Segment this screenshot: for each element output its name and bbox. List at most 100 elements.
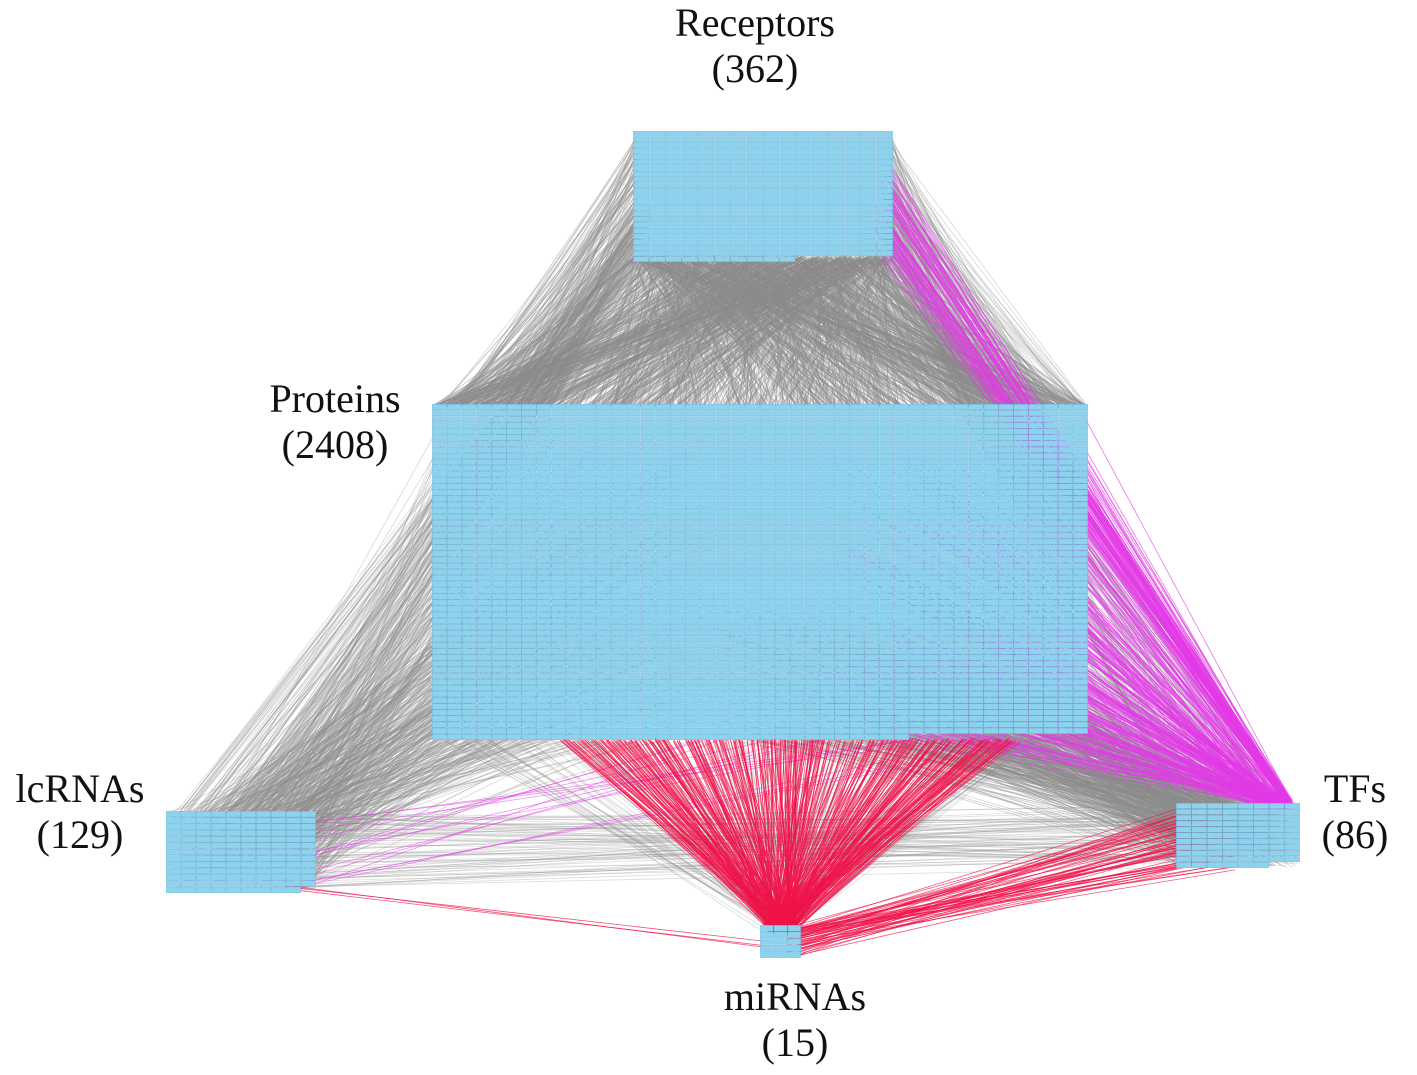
edge-receptor-protein [700, 259, 1015, 406]
edge-receptor-protein [632, 260, 785, 405]
edge-receptor-protein [643, 255, 878, 407]
node [775, 446, 790, 453]
node [860, 205, 877, 211]
node [432, 422, 447, 429]
edge-receptor-protein [720, 258, 845, 406]
edge-receptor-protein [619, 258, 693, 407]
node [849, 434, 865, 441]
edge-receptor-protein [632, 255, 693, 405]
node [596, 459, 611, 465]
edge-receptor-protein [657, 255, 758, 405]
node [828, 227, 845, 234]
node [789, 440, 805, 447]
node [633, 171, 650, 177]
edge-receptor-protein [650, 257, 996, 408]
edge-receptor-protein [478, 255, 635, 406]
edge-receptor-protein [690, 254, 787, 406]
edge-receptor-protein [634, 260, 954, 408]
node [849, 416, 865, 423]
edge-receptor-protein [490, 255, 848, 408]
node [1013, 416, 1029, 423]
node [789, 404, 805, 410]
edge-receptor-protein [622, 259, 687, 406]
edge-receptor-protein [653, 257, 766, 405]
edge-receptor-protein [747, 258, 850, 409]
node [760, 446, 775, 453]
edge-receptor-protein [760, 259, 882, 405]
node [849, 453, 865, 459]
node [681, 233, 698, 240]
node [811, 136, 828, 143]
edge-receptor-protein [737, 255, 764, 406]
node [763, 188, 780, 194]
node [649, 193, 666, 200]
node [698, 171, 715, 177]
node [432, 410, 447, 417]
node [909, 459, 924, 465]
edge-receptor-protein [834, 255, 965, 407]
node [819, 446, 835, 453]
node [611, 453, 626, 459]
edge-receptor-protein [714, 258, 809, 407]
node [536, 434, 552, 441]
edge-receptor-protein [769, 260, 807, 405]
node [633, 199, 650, 205]
edge-receptor-protein [633, 254, 884, 407]
edge-receptor-protein [559, 256, 645, 405]
node [864, 446, 880, 453]
node [998, 428, 1014, 435]
edge-receptor-protein [513, 256, 765, 406]
edge-receptor-protein [452, 258, 796, 409]
node [633, 210, 650, 217]
edge-receptor-protein [839, 258, 874, 408]
edge-receptor-protein [470, 255, 666, 407]
edge-receptor-protein [664, 256, 720, 405]
node [670, 471, 686, 478]
node [491, 440, 507, 447]
node [924, 416, 939, 423]
node [536, 477, 552, 484]
edge-receptor-protein [666, 255, 765, 407]
edge-receptor-protein [719, 259, 811, 408]
node [506, 453, 522, 459]
edge-receptor-protein [492, 258, 824, 406]
edge-receptor-protein [726, 257, 810, 405]
node [894, 404, 909, 410]
edge-receptor-protein [654, 258, 733, 406]
node [491, 422, 507, 429]
edge-receptor-protein [441, 254, 827, 406]
edge-receptor-protein [810, 256, 964, 407]
node [432, 440, 447, 447]
node [730, 227, 747, 234]
edge-receptor-protein [558, 259, 783, 408]
edge-receptor-protein [809, 258, 844, 406]
edge-receptor-protein [793, 257, 885, 405]
node [611, 459, 626, 465]
node [633, 142, 650, 148]
node [746, 222, 763, 228]
node [795, 131, 812, 137]
edge-receptor-protein [647, 257, 823, 408]
node [876, 193, 893, 200]
node [828, 250, 845, 257]
node [551, 465, 567, 472]
node [795, 193, 812, 200]
node [506, 404, 522, 410]
edge-receptor-protein [432, 256, 879, 407]
edge-receptor-protein [769, 260, 815, 407]
node [876, 153, 893, 160]
edge-receptor-protein [579, 258, 646, 407]
node [998, 453, 1014, 459]
edge-receptor-protein [443, 258, 650, 408]
node [1058, 404, 1073, 410]
edge-receptor-protein [828, 258, 882, 407]
node [795, 176, 812, 183]
node [581, 465, 596, 472]
edge-receptor-protein [678, 256, 701, 406]
node [655, 440, 671, 447]
edge-receptor-protein [669, 257, 903, 409]
edge-receptor-protein [556, 259, 670, 408]
edge-receptor-protein [661, 256, 987, 408]
node [432, 416, 447, 423]
edge-receptor-protein [839, 260, 875, 405]
